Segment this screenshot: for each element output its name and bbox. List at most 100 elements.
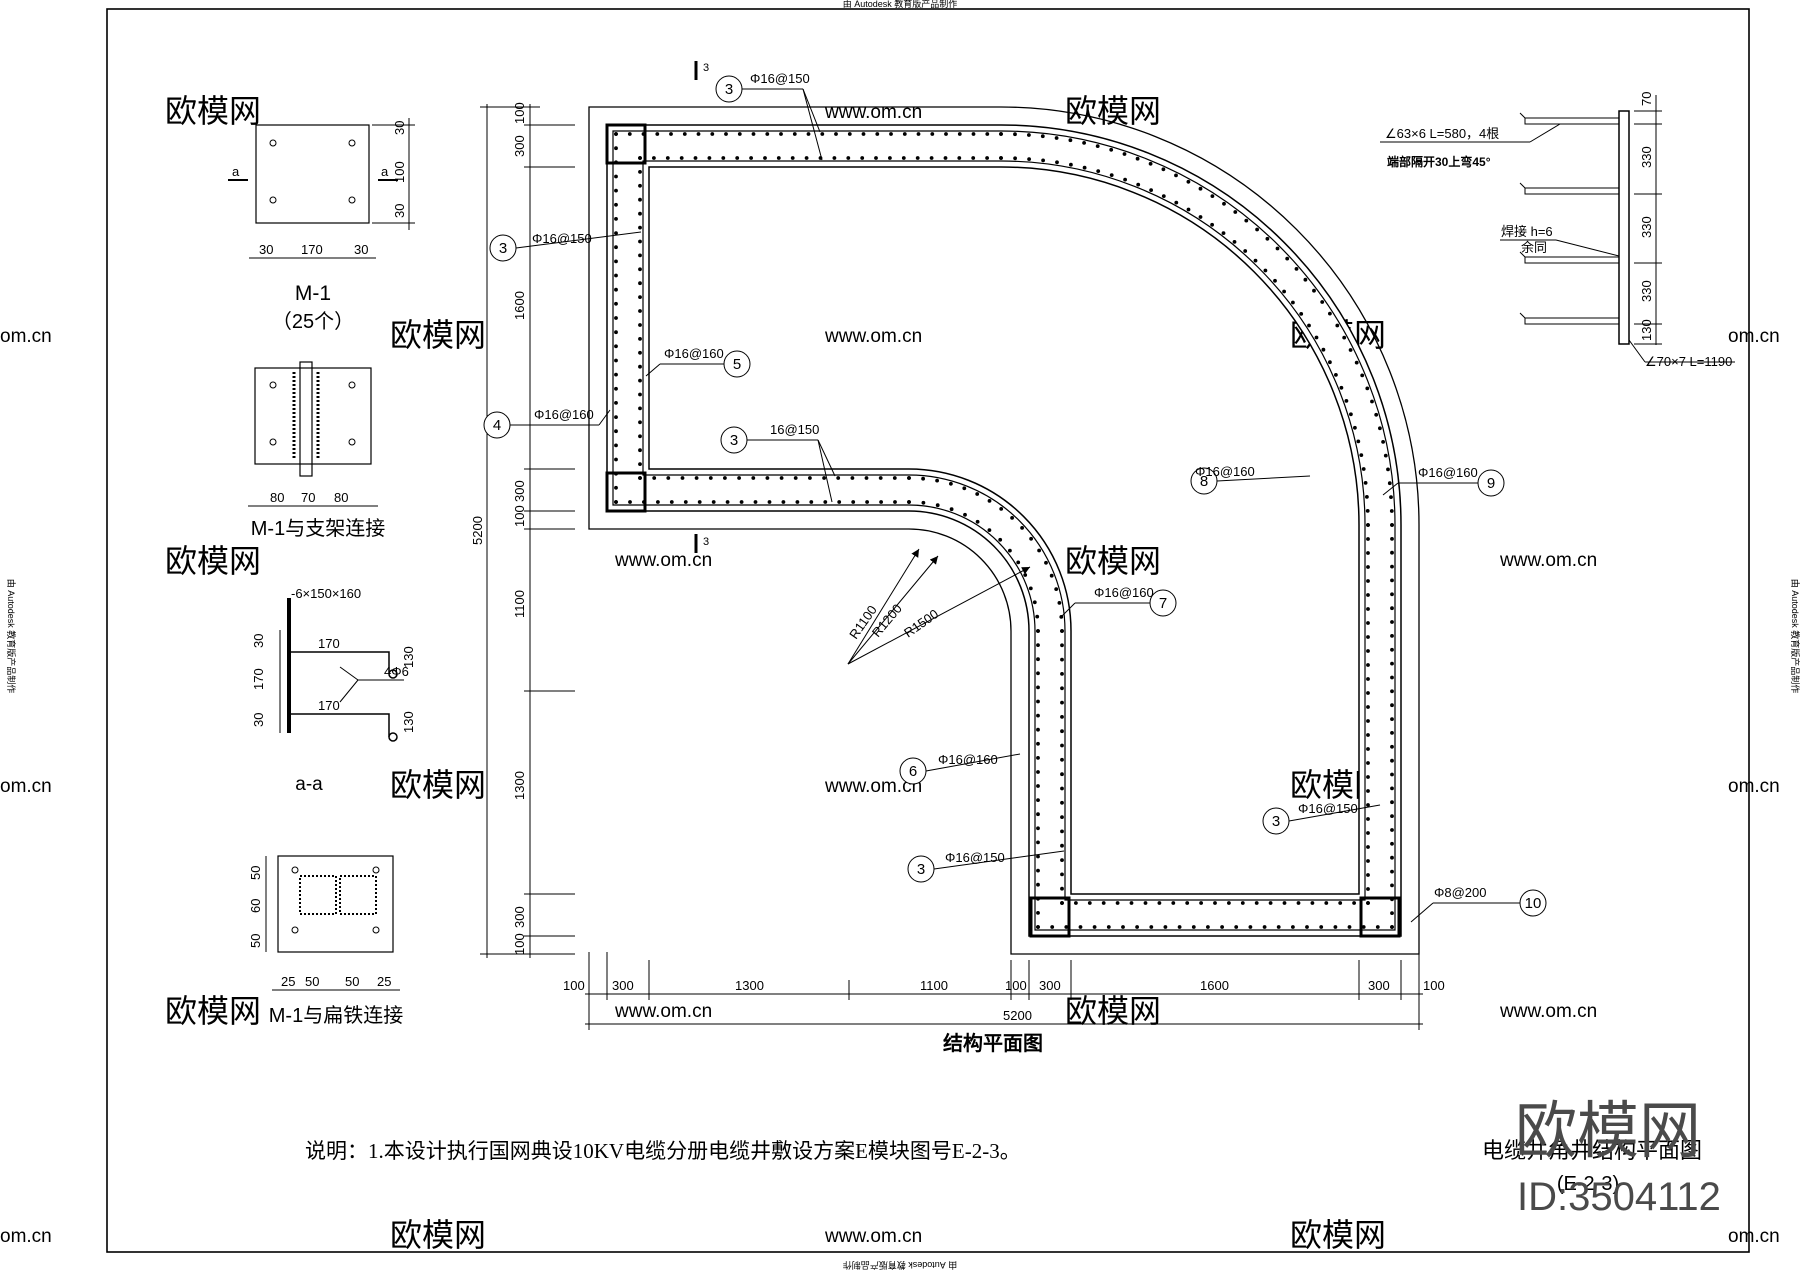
rebar-dot [837, 500, 842, 504]
rebar-dot [1210, 222, 1214, 227]
rebar-dot [638, 295, 642, 299]
rebar-dot [669, 132, 673, 136]
rebar-dot [975, 519, 980, 524]
callout-number: 10 [1525, 895, 1542, 912]
rebar-dot [1365, 509, 1370, 513]
rebar-dot [1390, 925, 1394, 929]
rebar-dot [1324, 901, 1329, 905]
arm-tip [1519, 112, 1526, 119]
rebar-dot [1333, 925, 1338, 929]
rebar-dot [1068, 138, 1073, 143]
rebar-dot [1366, 663, 1370, 667]
watermark-url: www.om.cn [1499, 1001, 1597, 1022]
edge-note-right: 由 Autodesk 教育版产品制作 [1790, 579, 1800, 694]
rebar-dot [823, 500, 828, 504]
rebar-dot [1390, 550, 1394, 555]
rebar-dot [790, 156, 795, 160]
rebar-dot [1360, 373, 1365, 378]
rebar-line-outer [612, 130, 1396, 931]
detail-flat-iron: 50 60 50 25 50 50 25 M-1与扁铁连接 [248, 855, 403, 1027]
rebar-dot [1036, 798, 1040, 802]
rebar-dot [1054, 136, 1059, 140]
callout-number: 8 [1200, 473, 1208, 490]
bolt-hole [372, 926, 380, 934]
rebar-dot [971, 132, 976, 136]
rebar-dot [1036, 657, 1040, 662]
rebar-dot [1381, 440, 1385, 444]
rebar-dot [1366, 537, 1370, 541]
rebar-dot [682, 132, 687, 136]
rebar-dot [1060, 786, 1064, 791]
watermark-text: 欧模网 [1290, 1217, 1386, 1253]
rebar-dot [638, 170, 642, 174]
angle-post-spec: ∠70×7 L=1190 [1645, 354, 1732, 369]
rebar-dot [1303, 277, 1308, 282]
rebar-dot [1262, 925, 1267, 929]
dim-label: 50 [305, 974, 319, 989]
rebar-dot [1213, 901, 1217, 905]
rebar-dot [1036, 643, 1040, 647]
drawing-code: (E-2-3) [1557, 1173, 1619, 1195]
rebar-dot [656, 500, 660, 504]
rebar-dot [907, 476, 911, 480]
watermark-text: 欧模网 [390, 1217, 486, 1253]
rebar-dot [638, 378, 642, 383]
rebar-dot [1378, 426, 1382, 431]
detail-title: a-a [295, 774, 323, 795]
rebar-dot [1390, 786, 1394, 791]
watermark-url: www.om.cn [614, 1001, 712, 1022]
rebar-dot [971, 156, 976, 160]
rebar-dot [1282, 901, 1287, 905]
rebar-dot [888, 156, 892, 160]
rebar-dot [1366, 551, 1370, 555]
rebar-dot [1354, 360, 1359, 365]
rebar-dot [1366, 593, 1370, 597]
rebar-dot [915, 156, 920, 160]
rebar-dot [1060, 901, 1064, 905]
callout-number: 3 [1272, 813, 1280, 830]
detail-count: （25个） [272, 310, 354, 333]
callout-number: 7 [1159, 595, 1167, 612]
rebar-dot [1390, 841, 1394, 846]
rebar-dot [1299, 312, 1304, 316]
rebar-dot [1036, 685, 1040, 690]
support-arm [1524, 256, 1620, 264]
rebar-dot [804, 156, 809, 160]
rebar-dot [1174, 200, 1179, 205]
rebar-dot [614, 259, 618, 264]
rebar-dot [1036, 713, 1040, 718]
rebar-dot [1359, 453, 1364, 457]
callout-number: 3 [499, 240, 507, 257]
dim-total-label: 5200 [470, 516, 485, 545]
embedded-plate [277, 855, 394, 953]
rebar-dot [864, 476, 869, 480]
rebar-dot [614, 500, 618, 504]
rebar-dot [638, 364, 642, 369]
dim-label: 1300 [512, 771, 527, 800]
watermark-layer: 欧模网 欧模网 www.om.cn om.cn 欧模网 www.om.cn 欧模… [0, 93, 1780, 1253]
rebar-dot [1060, 743, 1064, 748]
rebar-dot [949, 481, 953, 486]
weld-note: 余同 [1521, 240, 1547, 255]
dim-label: 100 [512, 102, 527, 124]
rebar-dot [832, 156, 837, 160]
rebar-dot [628, 500, 632, 504]
weld-spec: 焊接 h=6 [1501, 224, 1553, 239]
leader-line [339, 666, 359, 681]
rebar-dot [1186, 179, 1191, 184]
rebar-dot [683, 500, 688, 504]
rebar-dot [614, 132, 618, 136]
rebar-dot [1036, 854, 1040, 859]
rebar-dots [614, 132, 1394, 929]
rebar-dot [1291, 925, 1295, 929]
rebar-dot [1036, 840, 1040, 845]
rebar-dot [999, 132, 1003, 136]
rebar-dot [614, 429, 618, 434]
rebar-dot [1339, 385, 1344, 390]
rebar-dot [1390, 744, 1394, 749]
support-post [1618, 110, 1630, 345]
rebar-dot [614, 344, 618, 349]
bolt-hole [348, 381, 356, 389]
rebar-dot [710, 132, 715, 136]
dim-label: 300 [512, 135, 527, 157]
